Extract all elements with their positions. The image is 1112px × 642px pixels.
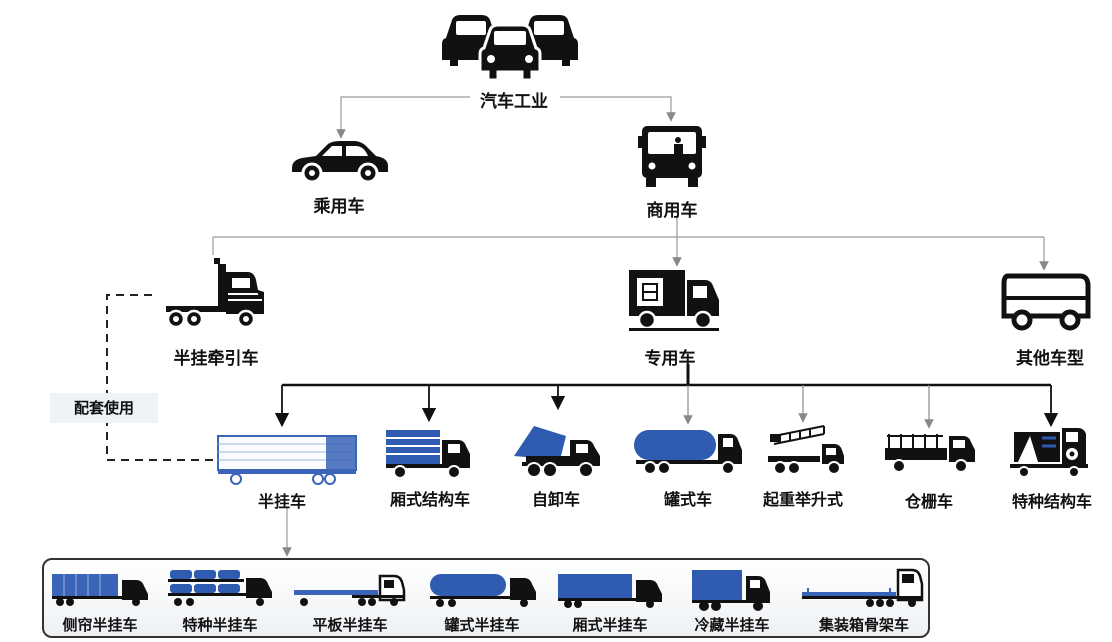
trailer-label-curtain: 侧帘半挂车 (62, 616, 138, 634)
special-truck-icon (1010, 428, 1088, 478)
tank-trailer-icon (430, 574, 536, 607)
trailer-label-special: 特种半挂车 (182, 616, 258, 634)
level1-label-commercial: 商用车 (646, 201, 698, 221)
stake-truck-icon (885, 434, 975, 473)
level2-label-special: 专用车 (644, 349, 696, 369)
trailer-label-van: 厢式半挂车 (572, 616, 648, 634)
trailer-label-container-chassis: 集装箱骨架车 (818, 616, 910, 634)
car-carrier-trailer-icon (168, 570, 272, 606)
level2-label-other: 其他车型 (1016, 349, 1084, 369)
relation-note: 配套使用 (50, 393, 158, 423)
level3-label-crane: 起重举升式 (762, 490, 844, 509)
root-label: 汽车工业 (480, 92, 548, 112)
tractor-truck-icon (166, 258, 264, 329)
delivery-truck-icon (629, 270, 719, 331)
dump-truck-icon (514, 426, 600, 478)
trailer-label-tank: 罐式半挂车 (444, 616, 520, 634)
reefer-trailer-icon (692, 570, 770, 611)
bus-front-icon (638, 126, 706, 187)
crane-truck-icon (768, 425, 844, 475)
coach-bus-icon (1001, 273, 1091, 331)
level3-label-box-truck: 厢式结构车 (389, 490, 471, 509)
flatbed-trailer-icon (294, 574, 406, 606)
level3-label-stake-truck: 仓栅车 (904, 492, 954, 511)
curtain-trailer-icon (52, 574, 148, 606)
semi-trailer-icon (217, 435, 357, 485)
trailer-label-flatbed: 平板半挂车 (312, 616, 388, 634)
level2-label-tractor: 半挂牵引车 (173, 349, 259, 369)
level3-label-tank-truck: 罐式车 (663, 490, 713, 509)
level3-label-special-structure: 特种结构车 (1011, 492, 1093, 511)
trailer-label-reefer: 冷藏半挂车 (694, 616, 770, 634)
level3-label-semi-trailer: 半挂车 (257, 492, 307, 511)
tank-truck-icon (634, 430, 742, 475)
sedan-icon (292, 141, 388, 184)
container-chassis-icon (802, 568, 924, 607)
level1-label-passenger: 乘用车 (313, 197, 365, 217)
level3-label-dump-truck: 自卸车 (531, 490, 581, 509)
van-trailer-icon (558, 574, 662, 608)
box-truck-icon (386, 430, 470, 479)
car-group-icon (442, 15, 578, 82)
